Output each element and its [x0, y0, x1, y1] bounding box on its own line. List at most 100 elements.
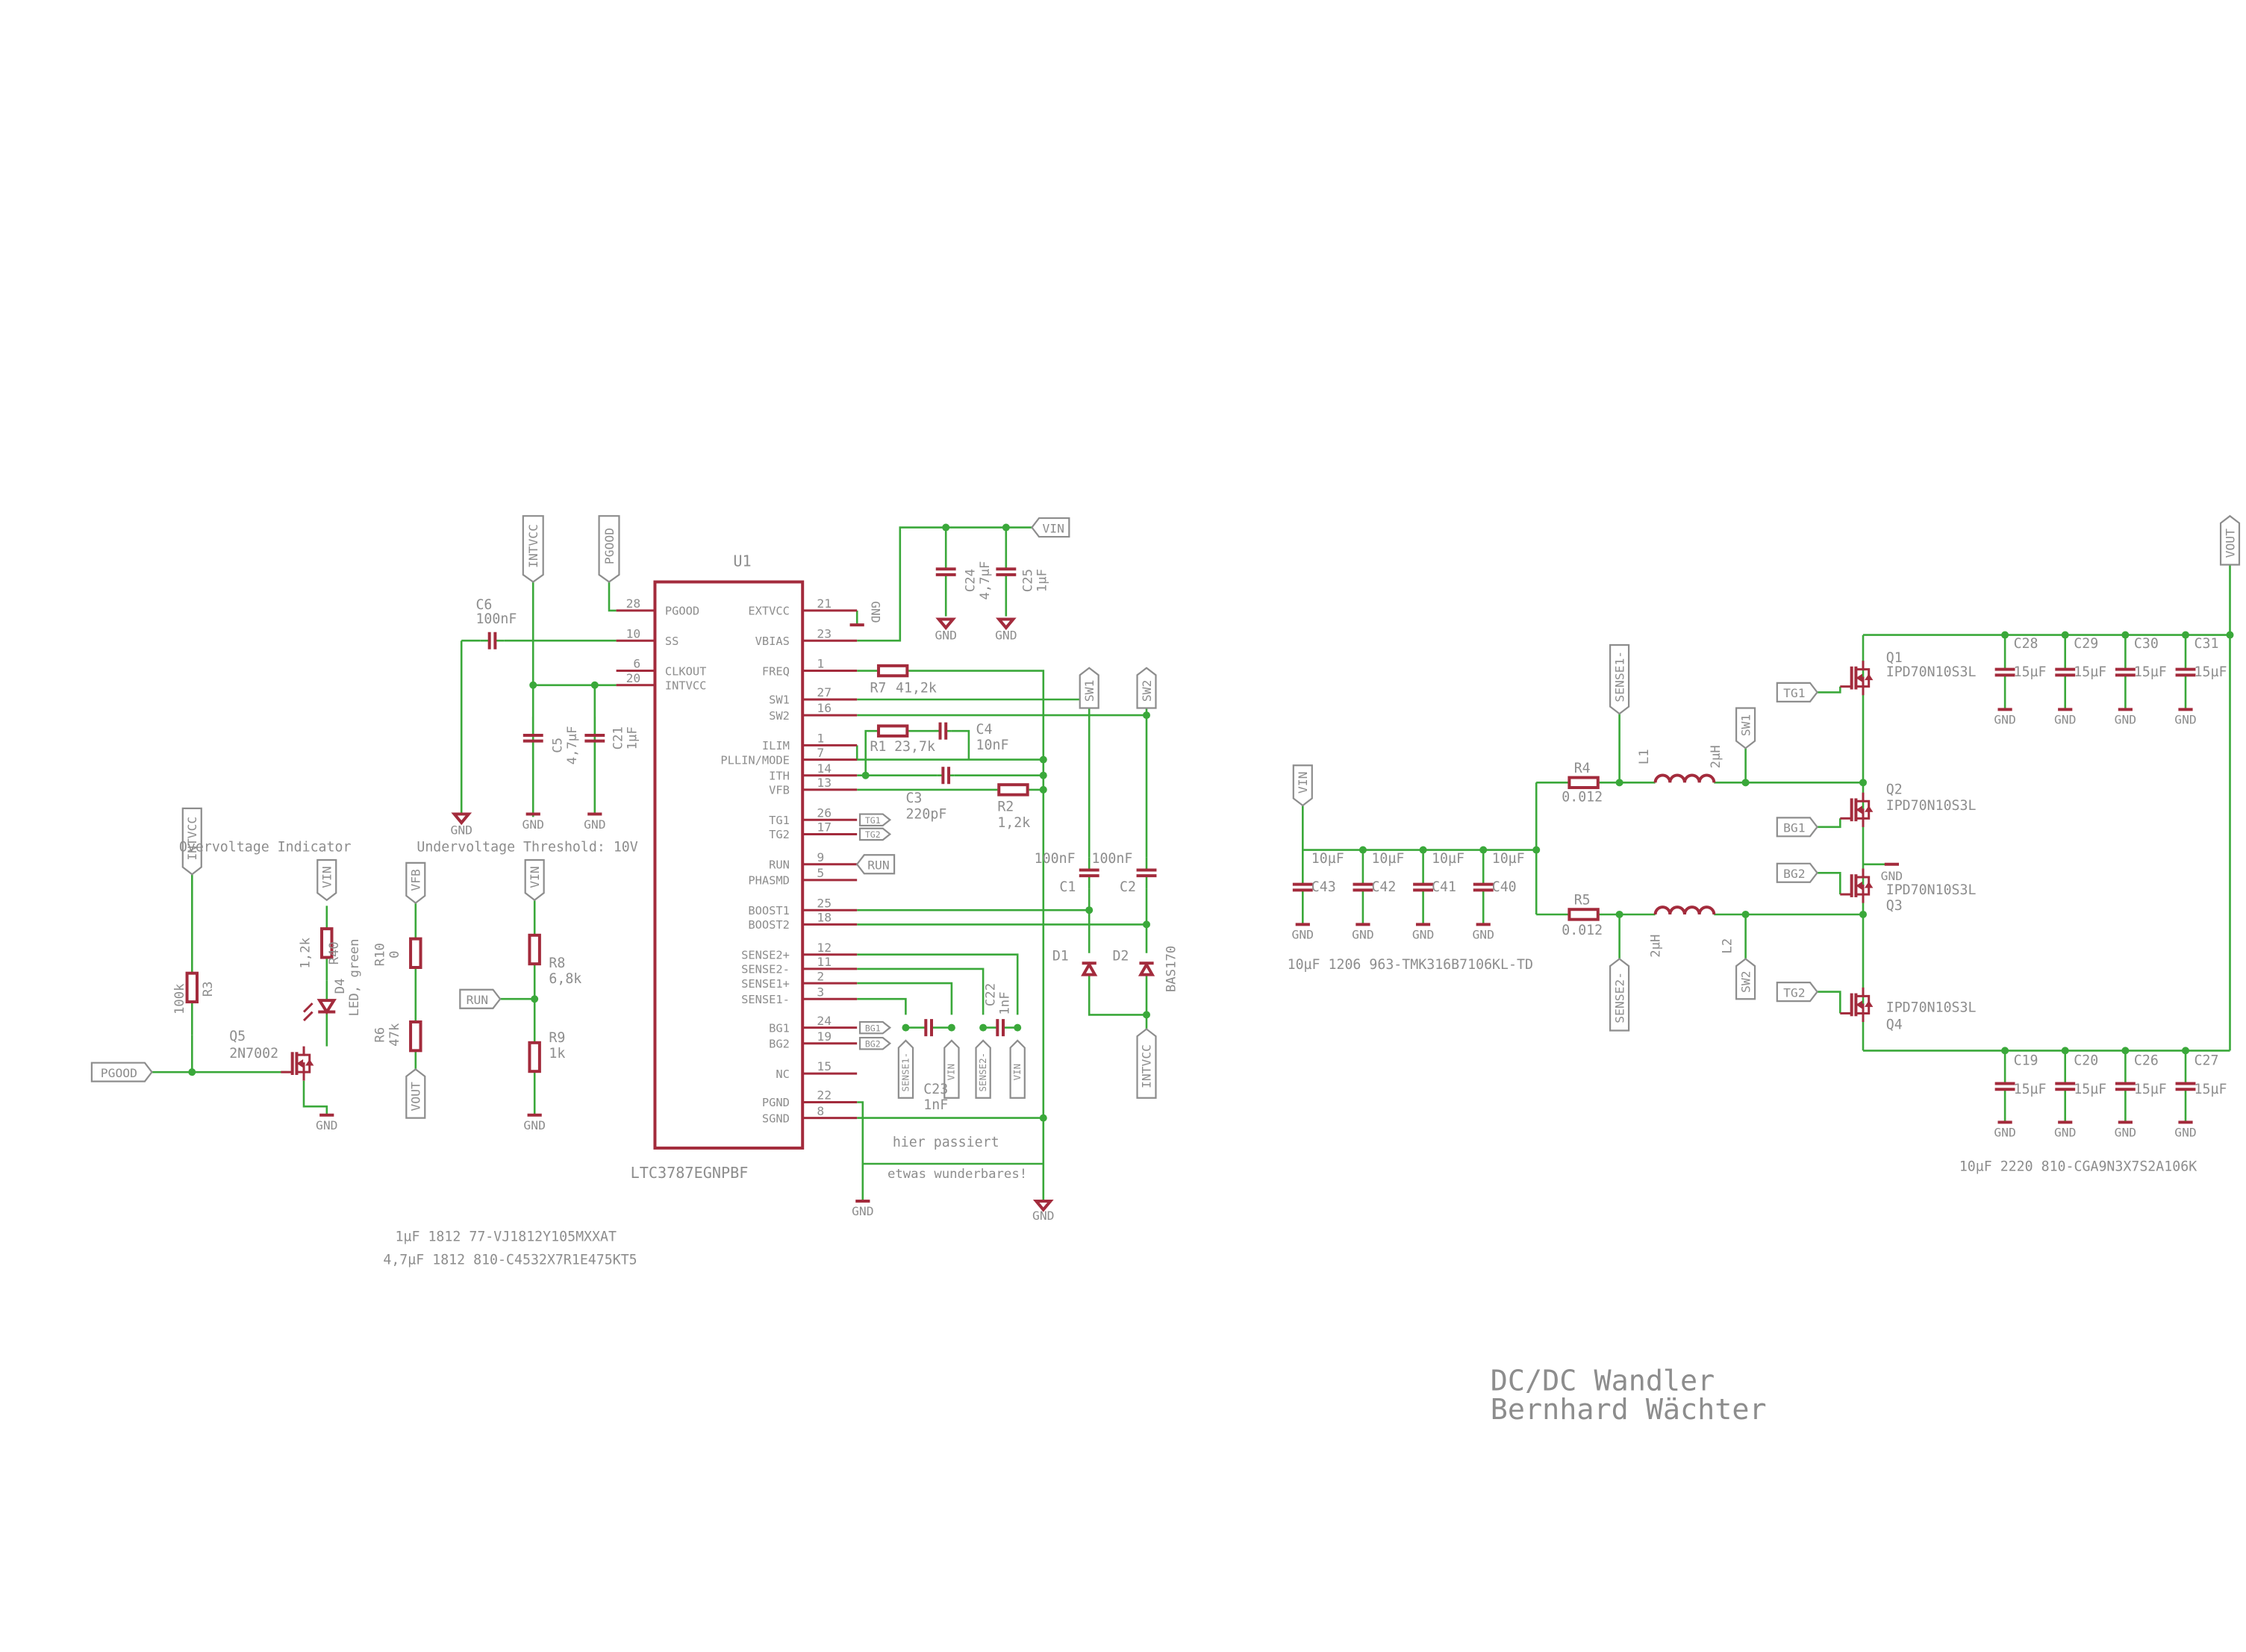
- label: 1µF: [1035, 569, 1050, 592]
- label: D2: [1112, 948, 1129, 964]
- label: C43: [1311, 879, 1336, 895]
- label: Q4: [1886, 1017, 1903, 1033]
- bg1-flag-chip: [858, 1020, 892, 1035]
- labels: U1LTC3787EGNPBF28PGOOD10SS6CLKOUT20INTVC…: [101, 521, 2237, 1427]
- pin-number: 13: [817, 776, 832, 790]
- bg1-flag-power: [1776, 817, 1818, 838]
- net-flag-text: INTVCC: [1140, 1044, 1154, 1088]
- pin-number: 9: [817, 850, 824, 864]
- r8-resistor: [528, 933, 541, 966]
- pin-name: SW1: [769, 693, 790, 707]
- net-flag-outline: [181, 807, 202, 876]
- junction-dot: [1615, 779, 1623, 787]
- label: C24: [964, 569, 979, 592]
- pin-number: 24: [817, 1014, 832, 1028]
- pin-number: 5: [817, 866, 824, 880]
- label: 10µF 1206 963-TMK316B7106KL-TD: [1288, 957, 1533, 973]
- tg1-flag-power: [1776, 682, 1818, 702]
- wire: [1817, 991, 1841, 1014]
- net-flag-outline: [524, 858, 545, 902]
- net-flag-text: BG2: [865, 1039, 881, 1050]
- pin-number: 26: [817, 805, 832, 820]
- pin-number: 11: [817, 955, 832, 969]
- junction-dot: [2121, 1047, 2130, 1055]
- pin-number: 18: [817, 911, 832, 925]
- net-flag-text: SW1: [1738, 714, 1753, 736]
- gnd-label: GND: [1352, 928, 1373, 942]
- junction-dot: [2001, 1047, 2009, 1055]
- net-flag-text: SENSE1-: [1612, 651, 1626, 702]
- pin-number: 7: [817, 746, 824, 760]
- r9-resistor: [528, 1041, 541, 1073]
- q5-mosfet: [281, 1046, 314, 1081]
- net-flag-outline: [943, 1039, 960, 1099]
- gnd-triangle: [451, 812, 472, 826]
- label: C4: [976, 722, 993, 738]
- diode-arrow: [1864, 673, 1874, 681]
- pin-number: 20: [626, 671, 641, 685]
- gnd-arrow-symbol: [995, 617, 1017, 631]
- label: R40: [327, 941, 342, 964]
- pin-name: BOOST2: [748, 918, 789, 932]
- pin-name: PLLIN/MODE: [720, 753, 789, 767]
- sense2m-flag-power: [1609, 958, 1630, 1032]
- junction-dot: [2182, 631, 2189, 639]
- label: C5: [551, 738, 566, 753]
- label: Q1: [1886, 650, 1903, 666]
- gnd-label: GND: [1412, 928, 1434, 942]
- net-flag-outline: [316, 858, 337, 902]
- junction-dot: [2182, 1047, 2189, 1055]
- wire: [855, 745, 1044, 761]
- label: C1: [1059, 879, 1076, 895]
- pin-number: 8: [817, 1104, 824, 1118]
- label: 1nF: [923, 1097, 948, 1113]
- junction-dot: [1143, 711, 1150, 720]
- net-flag-outline: [1136, 1028, 1157, 1099]
- label: C28: [2014, 636, 2038, 652]
- label: R8: [549, 956, 565, 971]
- sw1-flag-power: [1735, 707, 1756, 749]
- net-flag-text: TG2: [865, 829, 881, 840]
- net-flag-outline: [2219, 514, 2241, 566]
- q1-mosfet: [1840, 661, 1874, 696]
- label: 10nF: [976, 738, 1009, 753]
- label: 15µF: [2014, 664, 2047, 680]
- gnd-triangle: [1032, 1199, 1054, 1212]
- junction-dot: [861, 771, 870, 779]
- label: R4: [1574, 761, 1591, 776]
- net-flag-text: VOUT: [2223, 529, 2237, 558]
- label: R3: [201, 981, 216, 997]
- cin-capacitor: [1353, 882, 1373, 892]
- c2-capacitor: [1136, 868, 1157, 878]
- gnd-label: GND: [2174, 1126, 2196, 1140]
- sw2-flag-power: [1735, 958, 1756, 1000]
- label: IPD70N10S3L: [1886, 882, 1977, 898]
- label: D1: [1052, 948, 1069, 964]
- label: 41,2k: [896, 680, 937, 696]
- net-flag-text: PGOOD: [602, 528, 617, 564]
- label: 2µH: [1709, 745, 1724, 768]
- pin-number: 1: [817, 657, 824, 671]
- gnd-label: GND: [852, 1204, 873, 1218]
- led-body: [316, 999, 337, 1015]
- wire: [1817, 818, 1841, 829]
- label: C25: [1020, 569, 1035, 592]
- pin-number: 3: [817, 985, 824, 999]
- label: 15µF: [2134, 1082, 2167, 1097]
- net-flag-text: VOUT: [409, 1082, 423, 1111]
- label: GND: [1881, 869, 1903, 883]
- net-flag-text: SENSE2-: [1612, 972, 1626, 1023]
- net-flag-text: BG2: [1783, 867, 1805, 881]
- wire: [857, 982, 953, 1015]
- led-ray: [302, 1011, 313, 1022]
- diode-body: [1138, 961, 1155, 976]
- pin-number: 27: [817, 685, 832, 699]
- net-flag-outline: [1136, 667, 1157, 709]
- label: 0: [387, 951, 402, 959]
- label: R1: [870, 739, 886, 755]
- pin-name: TG1: [769, 814, 790, 827]
- net-flag-text: PGOOD: [101, 1066, 137, 1080]
- r4-resistor: [1567, 776, 1600, 790]
- c24-capacitor: [935, 567, 956, 576]
- gnd-triangle: [995, 617, 1017, 631]
